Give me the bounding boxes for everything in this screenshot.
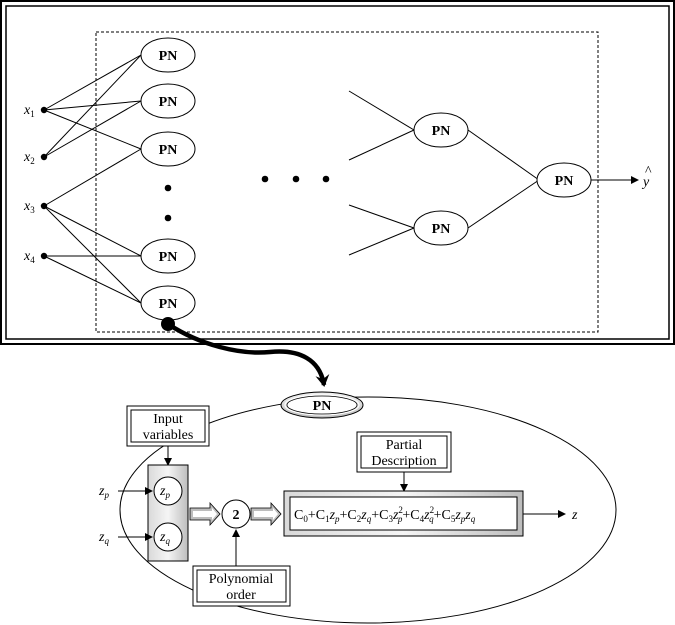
svg-text:variables: variables	[143, 428, 194, 443]
svg-text:PN: PN	[432, 222, 451, 237]
svg-text:PN: PN	[159, 49, 178, 64]
hollow-arrow-to-equation	[250, 501, 282, 527]
pn-node-1-4: PN	[140, 238, 196, 274]
input-variables-column: zp zq	[147, 464, 189, 562]
detail-output-label: z	[571, 508, 578, 523]
input-dot-x1	[40, 106, 48, 114]
layer1-nodes: PN PN PN PN PN	[140, 37, 196, 321]
svg-text:PN: PN	[555, 174, 574, 189]
horizontal-ellipsis	[261, 175, 330, 183]
svg-text:zp: zp	[159, 484, 170, 500]
svg-text:PN: PN	[159, 95, 178, 110]
input-nodes	[40, 106, 48, 260]
zp-input: zp	[98, 484, 153, 500]
input-label-x3: x3	[23, 199, 35, 215]
zp-node: zp	[153, 476, 183, 506]
svg-text:y: y	[641, 175, 650, 190]
pn-node-1-2: PN	[140, 83, 196, 119]
order-node: 2	[221, 499, 251, 529]
zq-node: zq	[153, 522, 183, 552]
pn-node-1-5: PN	[140, 285, 196, 321]
input-dot-x2	[40, 153, 48, 161]
svg-text:Partial: Partial	[386, 438, 423, 453]
pn-detail-title: PN	[280, 391, 364, 419]
input-dot-x4	[40, 252, 48, 260]
svg-text:PN: PN	[313, 399, 332, 414]
partial-description-box: Partial Description	[356, 431, 452, 473]
pn-node-1-1: PN	[140, 37, 196, 73]
svg-text:Description: Description	[371, 454, 436, 469]
zoom-connector	[161, 317, 330, 387]
polynomial-order-box: Polynomial order	[192, 565, 291, 607]
zq-input: zq	[98, 530, 153, 546]
svg-text:2: 2	[233, 508, 240, 523]
svg-text:^: ^	[645, 164, 652, 179]
input-dot-x3	[40, 202, 48, 210]
output-node: PN	[536, 162, 592, 198]
svg-text:PN: PN	[159, 143, 178, 158]
input-connections	[43, 54, 142, 304]
pn-node-2-2: PN	[413, 210, 469, 246]
svg-text:Polynomial: Polynomial	[209, 572, 274, 587]
svg-text:PN: PN	[432, 124, 451, 139]
hollow-arrow-to-order	[189, 501, 221, 527]
input-labels: x1 x2 x3 x4	[23, 103, 35, 265]
pn-node-2-1: PN	[413, 112, 469, 148]
pn-detail: PN Input variables zp zq zp	[98, 391, 617, 624]
svg-text:PN: PN	[159, 250, 178, 265]
vertical-ellipsis	[164, 184, 172, 222]
input-label-x1: x1	[23, 103, 35, 119]
input-label-x2: x2	[23, 150, 35, 166]
svg-text:order: order	[226, 588, 256, 603]
output-label-y-hat: y ^	[641, 164, 652, 190]
svg-text:zq: zq	[98, 530, 109, 546]
svg-text:zq: zq	[159, 530, 170, 546]
hidden-connections	[348, 90, 540, 256]
svg-text:Input: Input	[153, 412, 183, 427]
input-variables-box: Input variables	[126, 405, 210, 447]
pn-node-1-3: PN	[140, 131, 196, 167]
svg-text:PN: PN	[159, 297, 178, 312]
svg-text:zp: zp	[98, 484, 109, 500]
layer2-nodes: PN PN	[413, 112, 469, 246]
input-label-x4: x4	[23, 249, 35, 265]
